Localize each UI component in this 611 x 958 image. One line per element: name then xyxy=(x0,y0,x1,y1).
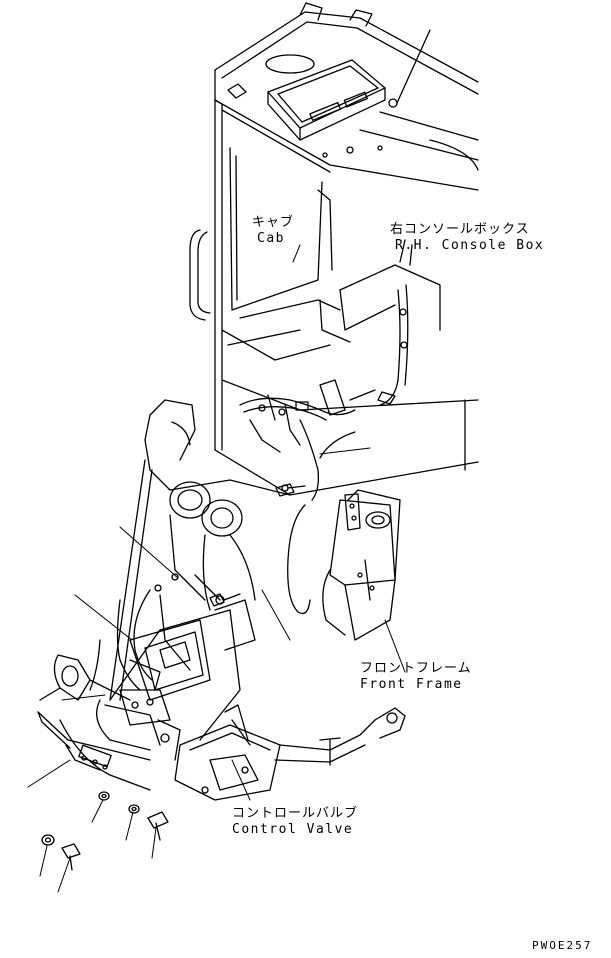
cab-label-en: Cab xyxy=(257,231,285,246)
overhead-unit xyxy=(267,29,431,141)
lower-frame xyxy=(37,609,241,761)
front-frame-label-en: Front Frame xyxy=(360,677,463,692)
drawing-code: PWOE257 xyxy=(532,939,593,952)
cab-harness xyxy=(239,394,356,615)
frame-harness xyxy=(59,573,221,791)
console-box xyxy=(319,239,441,416)
control-valve-label-jp: コントロールバルブ xyxy=(232,806,359,821)
lift-arm xyxy=(109,399,291,701)
callout-leaders xyxy=(27,244,406,893)
control-valve-label-en: Control Valve xyxy=(232,822,354,837)
front-frame-label-jp: フロントフレーム xyxy=(360,661,472,676)
console-box-label-en: R.H. Console Box xyxy=(395,238,545,253)
console-box-label-jp: 右コンソールボックス xyxy=(390,222,530,237)
cab-outline xyxy=(189,2,479,496)
front-frame xyxy=(322,489,401,641)
control-valve xyxy=(174,704,406,801)
cab-label-jp: キャブ xyxy=(252,215,295,230)
